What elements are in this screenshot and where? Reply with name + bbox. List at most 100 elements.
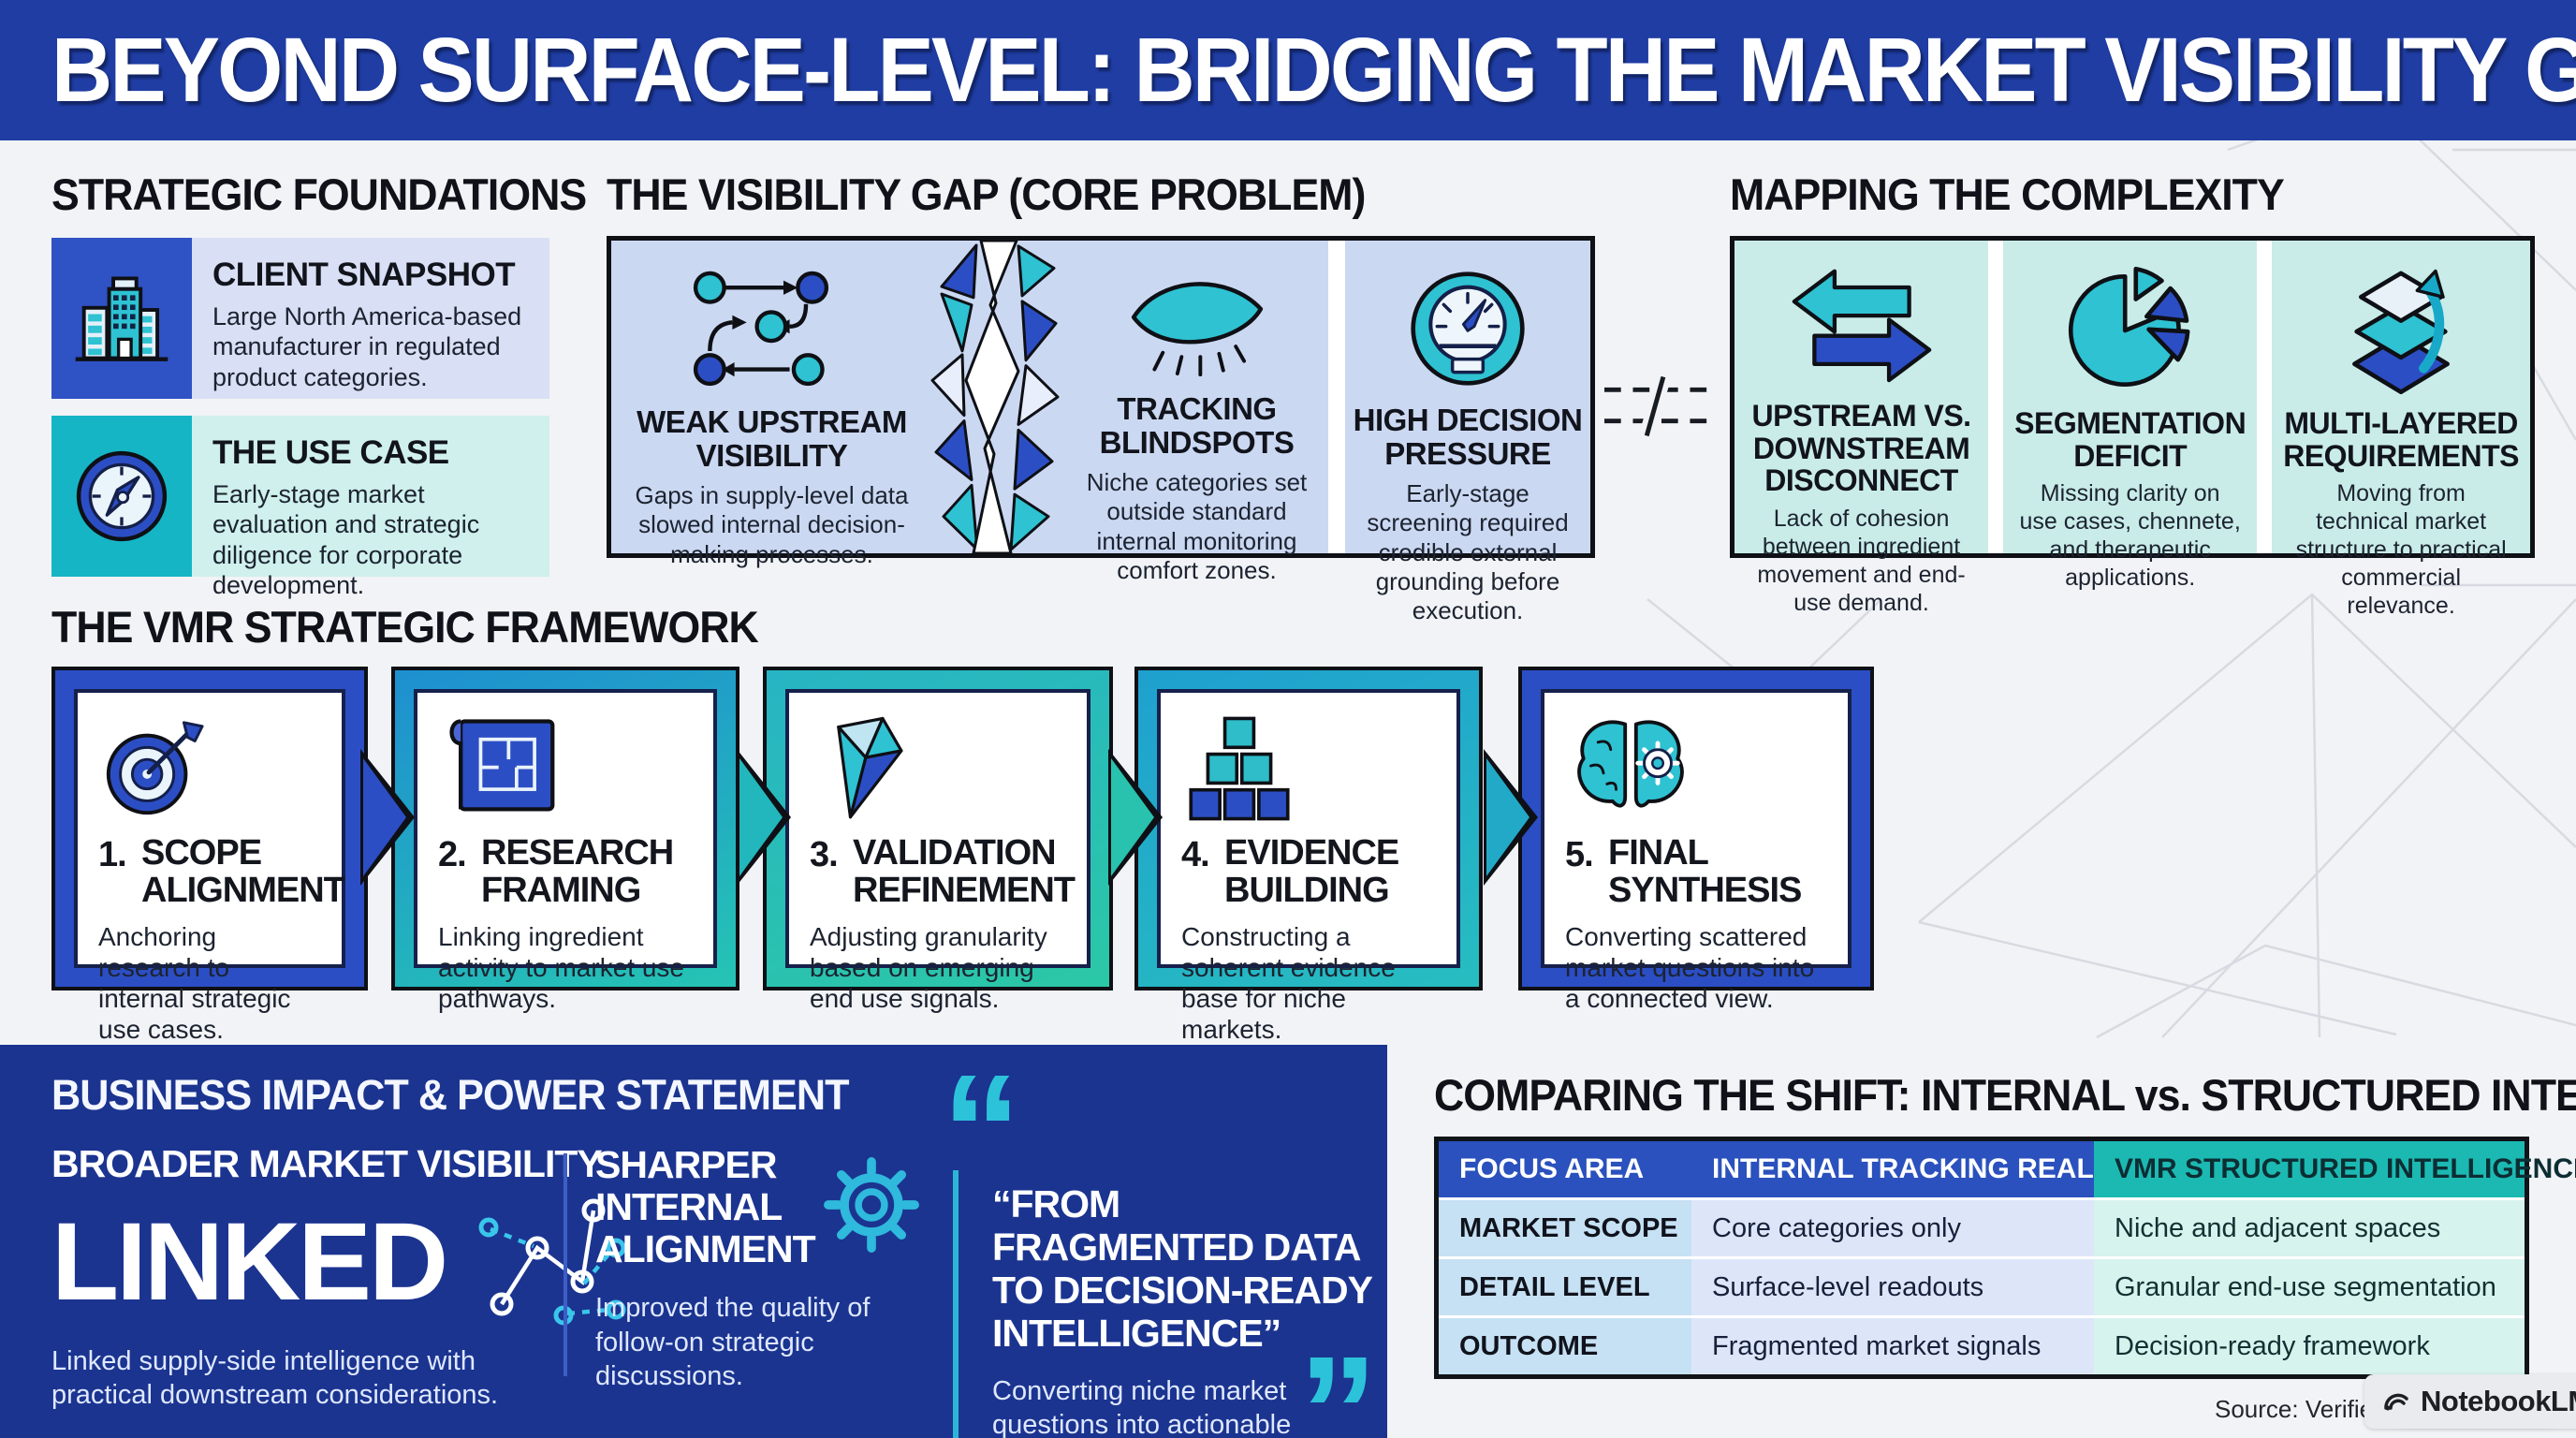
notebooklm-logo-icon — [2379, 1383, 2413, 1421]
eye-icon — [1119, 263, 1276, 383]
step-number: 1. — [98, 835, 127, 874]
card-title: CLIENT SNAPSHOT — [212, 257, 516, 293]
comparison-table: FOCUS AREA INTERNAL TRACKING REALITY VMR… — [1434, 1137, 2576, 1379]
item-body: Lack of cohesion between ingredient move… — [1757, 505, 1966, 616]
brain-gear-icon — [1565, 713, 1827, 824]
item-body: Moving from technical market structure t… — [2295, 480, 2507, 620]
quote-text: “FROM FRAGMENTED DATA TO DECISION-READY … — [992, 1182, 1372, 1355]
table-cell: Granular end-use segmentation — [2094, 1259, 2525, 1315]
blocks-icon — [1181, 713, 1436, 824]
upstream-downstream-item: UPSTREAM VS. DOWNSTREAM DISCONNECT Lack … — [1734, 241, 1989, 616]
open-quote-icon: “ — [942, 1042, 1021, 1220]
weak-upstream-item: WEAK UPSTREAM VISIBILITY Gaps in supply-… — [611, 241, 925, 568]
item-body: Gaps in supply-level data slowed interna… — [635, 481, 909, 568]
step-card-3: 3. VALIDATION REFINEMENT Adjusting granu… — [763, 667, 1113, 1013]
process-flow-icon — [683, 263, 861, 396]
step-number: 2. — [438, 835, 467, 874]
step-body: Converting scattered market questions in… — [1565, 921, 1815, 1013]
title-banner: BEYOND SURFACE-LEVEL: BRIDGING THE MARKE… — [0, 0, 2576, 140]
multi-layered-item: MULTI-LAYERED REQUIREMENTS Moving from t… — [2272, 241, 2531, 619]
mapping-complexity-panel: UPSTREAM VS. DOWNSTREAM DISCONNECT Lack … — [1730, 236, 2535, 619]
step-title: RESEARCH FRAMING — [481, 833, 674, 910]
card-body: Early-stage market evaluation and strate… — [212, 480, 480, 600]
table-cell: MARKET SCOPE — [1439, 1200, 1691, 1256]
mapping-complexity-heading: MAPPING THE COMPLEXITY — [1730, 169, 2285, 219]
target-icon — [98, 713, 321, 824]
step-title: VALIDATION REFINEMENT — [853, 833, 1076, 910]
framework-heading: THE VMR STRATEGIC FRAMEWORK — [51, 602, 759, 652]
step-number: 3. — [810, 835, 839, 874]
business-impact-heading: BUSINESS IMPACT & POWER STATEMENT — [51, 1071, 850, 1119]
quote-bubble: “FROM FRAGMENTED DATA TO DECISION-READY … — [953, 1170, 1372, 1438]
layers-icon — [2331, 261, 2471, 400]
step-card-5: 5. FINAL SYNTHESIS Converting scattered … — [1518, 667, 1874, 1013]
compass-icon — [51, 416, 192, 577]
step-card-2: 2. RESEARCH FRAMING Linking ingredient a… — [391, 667, 739, 1013]
table-cell: Niche and adjacent spaces — [2094, 1200, 2525, 1256]
crack-graphic — [925, 239, 1065, 555]
step-title: FINAL SYNTHESIS — [1608, 833, 1802, 910]
power-statement-quote: “ “FROM FRAGMENTED DATA TO DECISION-READ… — [942, 1042, 1378, 1438]
item-body: Niche categories set outside standard in… — [1086, 468, 1308, 584]
block-body: Linked supply-side intelligence with pra… — [51, 1346, 499, 1411]
step-body: Constructing a soherent evidence base fo… — [1181, 921, 1396, 1044]
step-title: EVIDENCE BUILDING — [1224, 833, 1399, 910]
watermark-label: NotebookLM — [2421, 1385, 2576, 1417]
step-card-4: 4. EVIDENCE BUILDING Constructing a sohe… — [1134, 667, 1483, 1044]
table-cell: OUTCOME — [1439, 1318, 1691, 1374]
page-title: BEYOND SURFACE-LEVEL: BRIDGING THE MARKE… — [51, 19, 2576, 121]
block-title: BROADER MARKET VISIBILITY — [51, 1142, 603, 1185]
tracking-blindspots-item: TRACKING BLINDSPOTS Niche categories set… — [1065, 241, 1328, 584]
column-divider — [564, 1153, 567, 1376]
step-number: 5. — [1565, 835, 1594, 874]
item-title: MULTI-LAYERED REQUIREMENTS — [2283, 406, 2520, 473]
linked-keyword: LINKED — [51, 1199, 448, 1324]
item-body: Missing clarity on use cases, chennete, … — [2019, 480, 2241, 592]
table-cell: Core categories only — [1691, 1200, 2094, 1256]
use-case-text: THE USE CASE Early-stage market evaluati… — [192, 416, 549, 599]
item-title: HIGH DECISION PRESSURE — [1353, 403, 1583, 471]
building-icon — [51, 238, 192, 399]
business-impact-panel: BUSINESS IMPACT & POWER STATEMENT BROADE… — [0, 1045, 1387, 1438]
table-header-cell: VMR STRUCTURED INTELLIGENCE — [2094, 1141, 2576, 1197]
network-icon — [470, 1190, 635, 1335]
table-cell: Fragmented market signals — [1691, 1318, 2094, 1374]
visibility-gap-panel: WEAK UPSTREAM VISIBILITY Gaps in supply-… — [607, 236, 1595, 624]
item-title: SEGMENTATION DEFICIT — [2014, 406, 2247, 473]
gear-icon — [816, 1150, 927, 1270]
step-body: Adjusting granularity based on emerging … — [810, 921, 1047, 1013]
table-cell: Decision-ready framework — [2094, 1318, 2525, 1374]
quote-body: Converting niche market questions into a… — [992, 1375, 1292, 1438]
gauge-icon — [1402, 263, 1533, 394]
dashed-connector — [1604, 361, 1715, 449]
item-body: Early-stage screening required credible … — [1367, 479, 1569, 624]
step-title: SCOPE ALIGNMENT — [141, 833, 345, 910]
card-body: Large North America-based manufacturer i… — [212, 302, 522, 391]
broader-visibility-block: BROADER MARKET VISIBILITY LINKED — [51, 1142, 626, 1413]
client-snapshot-text: CLIENT SNAPSHOT Large North America-base… — [192, 238, 549, 399]
table-header-cell: INTERNAL TRACKING REALITY — [1691, 1141, 2137, 1197]
comparison-heading: COMPARING THE SHIFT: INTERNAL vs. STRUCT… — [1434, 1070, 2576, 1120]
notebooklm-watermark: NotebookLM — [2364, 1374, 2576, 1429]
strategic-foundations-heading: STRATEGIC FOUNDATIONS — [51, 169, 587, 219]
gem-icon — [810, 713, 1066, 824]
source-text: Source: Verified — [2215, 1395, 2387, 1423]
table-cell: DETAIL LEVEL — [1439, 1259, 1691, 1315]
panel-divider — [1328, 241, 1345, 553]
swap-arrows-icon — [1782, 261, 1941, 392]
blueprint-icon — [438, 713, 693, 824]
block-body: Improved the quality of follow-on strate… — [595, 1293, 871, 1391]
card-title: THE USE CASE — [212, 434, 449, 471]
sharper-alignment-block: SHARPER INTERNAL ALIGNMENT Improv — [595, 1143, 927, 1393]
item-title: TRACKING BLINDSPOTS — [1099, 391, 1295, 460]
table-cell: Surface-level readouts — [1691, 1259, 2094, 1315]
decision-pressure-item: HIGH DECISION PRESSURE Early-stage scree… — [1345, 241, 1590, 624]
step-card-1: 1. SCOPE ALIGNMENT Anchoring research to… — [51, 667, 368, 1044]
client-snapshot-card: CLIENT SNAPSHOT Large North America-base… — [51, 238, 549, 399]
use-case-card: THE USE CASE Early-stage market evaluati… — [51, 416, 549, 599]
item-title: WEAK UPSTREAM VISIBILITY — [637, 404, 907, 473]
step-body: Anchoring research to internal strategic… — [98, 921, 291, 1044]
visibility-gap-heading: THE VISIBILITY GAP (CORE PROBLEM) — [607, 169, 1366, 219]
segmentation-deficit-item: SEGMENTATION DEFICIT Missing clarity on … — [2003, 241, 2258, 591]
